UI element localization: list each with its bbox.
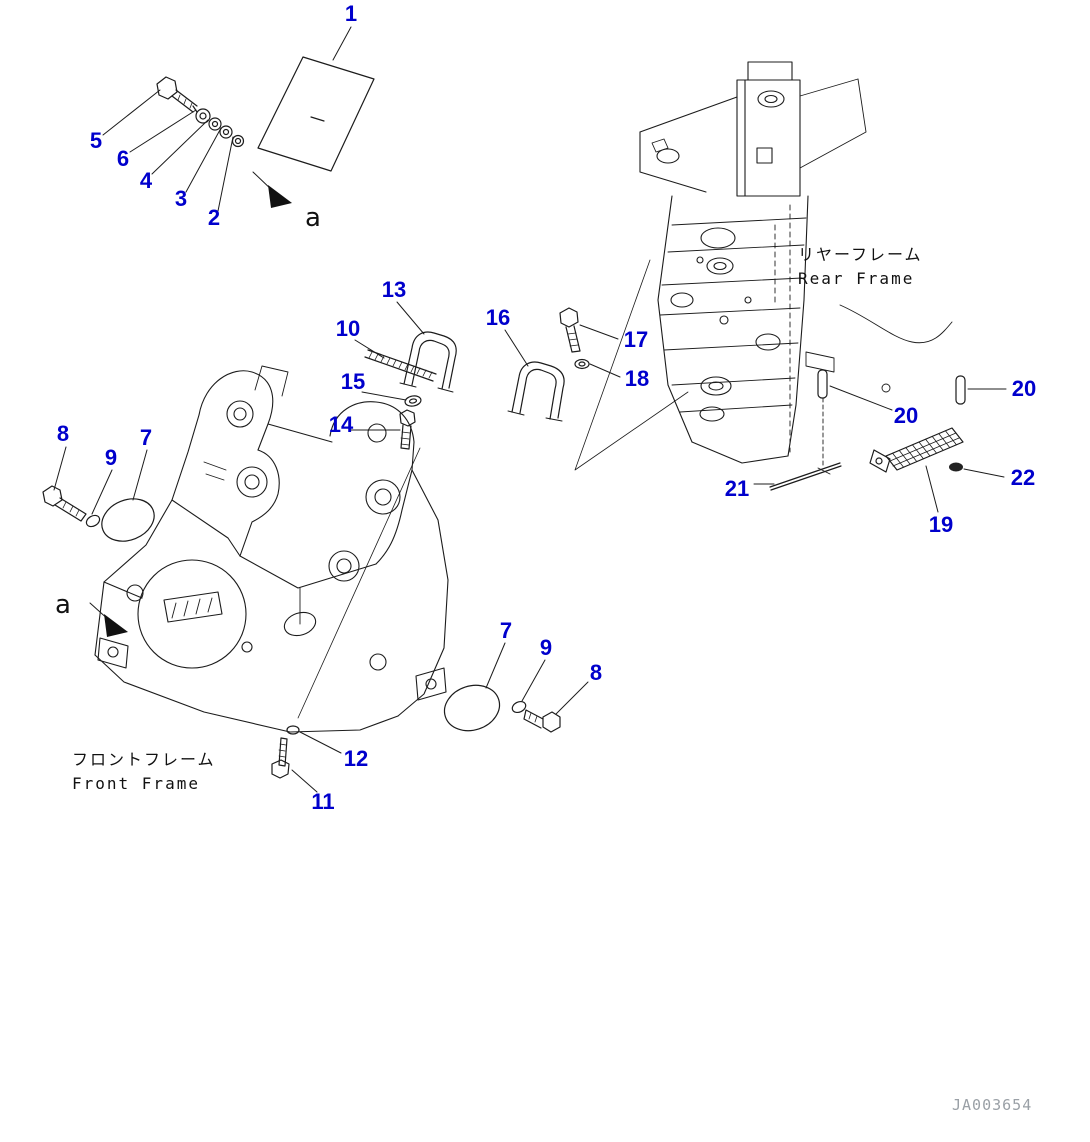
part-9-washer-lower (511, 700, 527, 714)
front-frame-label: フロントフレーム Front Frame (72, 748, 216, 796)
part-22-washer (949, 462, 963, 472)
rear-frame-label-jp: リヤーフレーム (798, 245, 923, 264)
rear-frame-drawing (574, 61, 953, 475)
part-14-bolt (399, 409, 416, 450)
part-18-washer (574, 358, 590, 370)
section-arrow-top (252, 171, 292, 208)
part-16-clamp (507, 361, 565, 422)
part-5-bolt (156, 76, 198, 113)
front-frame-drawing (94, 365, 449, 733)
drawing-id: JA003654 (952, 1096, 1033, 1114)
leader-lines (53, 26, 1007, 793)
part-9-washer-upper (85, 514, 101, 528)
part-13-clamp (399, 331, 457, 393)
part-2-nut (231, 134, 245, 148)
part-8-bolt-lower (523, 709, 561, 733)
part-12-washer (286, 725, 300, 735)
part-20-pin-middle (817, 369, 828, 399)
part-19-step (869, 427, 964, 473)
front-frame-label-en: Front Frame (72, 774, 200, 793)
section-arrow-left (89, 602, 128, 637)
part-6-washer (195, 108, 211, 124)
part-10-rod (364, 349, 437, 382)
rear-frame-label-en: Rear Frame (798, 269, 915, 288)
part-20-pin-right (955, 375, 966, 405)
part-1-plate (257, 56, 375, 172)
part-8-bolt-upper (42, 485, 87, 522)
part-21-rod (769, 462, 842, 491)
part-7-cover-lower (443, 684, 501, 732)
part-7-cover-upper (101, 498, 155, 542)
part-4-washer (208, 117, 222, 131)
part-17-bolt (559, 307, 581, 353)
part-3-lock-washer (219, 125, 233, 139)
part-11-bolt (271, 737, 290, 779)
front-frame-label-jp: フロントフレーム (72, 750, 216, 769)
part-15-washer (404, 395, 422, 407)
rear-frame-label: リヤーフレーム Rear Frame (798, 243, 923, 291)
